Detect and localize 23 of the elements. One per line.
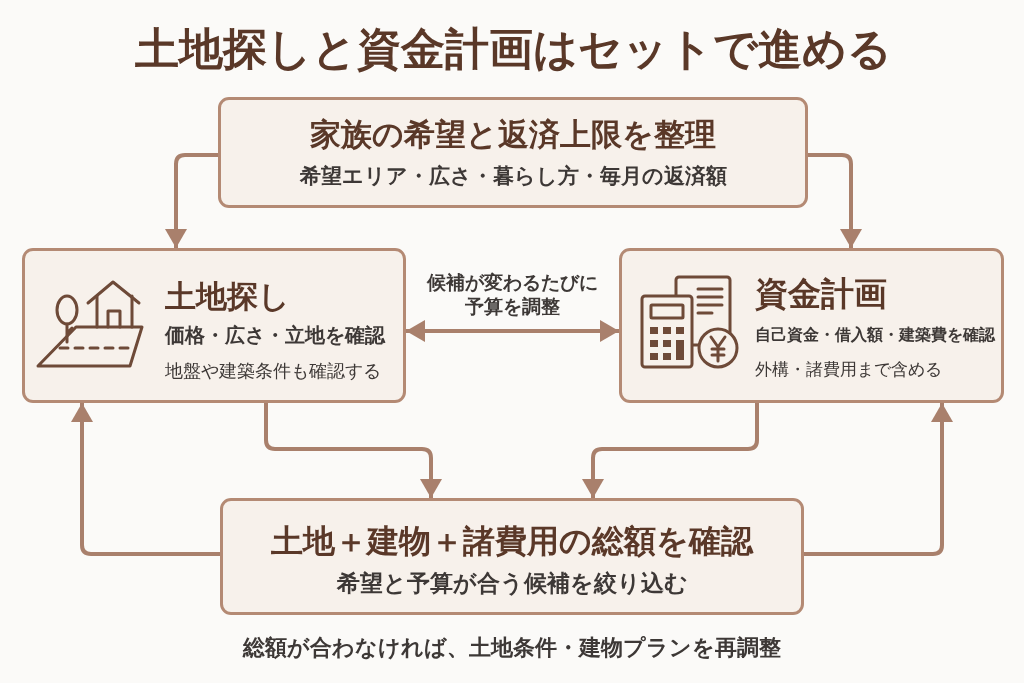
box-heading: 家族の希望と返済上限を整理 [310,115,716,154]
arrow [582,403,759,498]
note-text: 総額が合わなければ、土地条件・建物プランを再調整 [243,634,781,662]
box-text: 外構・諸費用まで含める [755,358,942,380]
box-heading: 土地探し [165,277,290,316]
box-heading: 土地＋建物＋諸費用の総額を確認 [271,521,753,562]
process-box [218,97,808,208]
box-text: 希望と予算が合う候補を絞り込む [336,568,688,598]
box-text: 自己資金・借入額・建築費を確認 [755,323,995,345]
title: 土地探しと資金計画はセットで進める [134,22,892,76]
box-text: 希望エリア・広さ・暮らし方・毎月の返済額 [299,162,727,190]
double-arrow [406,320,619,342]
process-box [619,248,1004,403]
arrow [165,153,218,248]
arrow [808,153,862,248]
box-text: 価格・広さ・立地を確認 [165,322,385,348]
arrow [71,403,220,556]
process-box [220,498,804,615]
box-text: 地盤や建築条件も確認する [165,358,381,382]
arrow [264,403,442,498]
process-box [22,248,406,403]
box-heading: 資金計画 [755,272,887,315]
arrow [804,403,953,556]
